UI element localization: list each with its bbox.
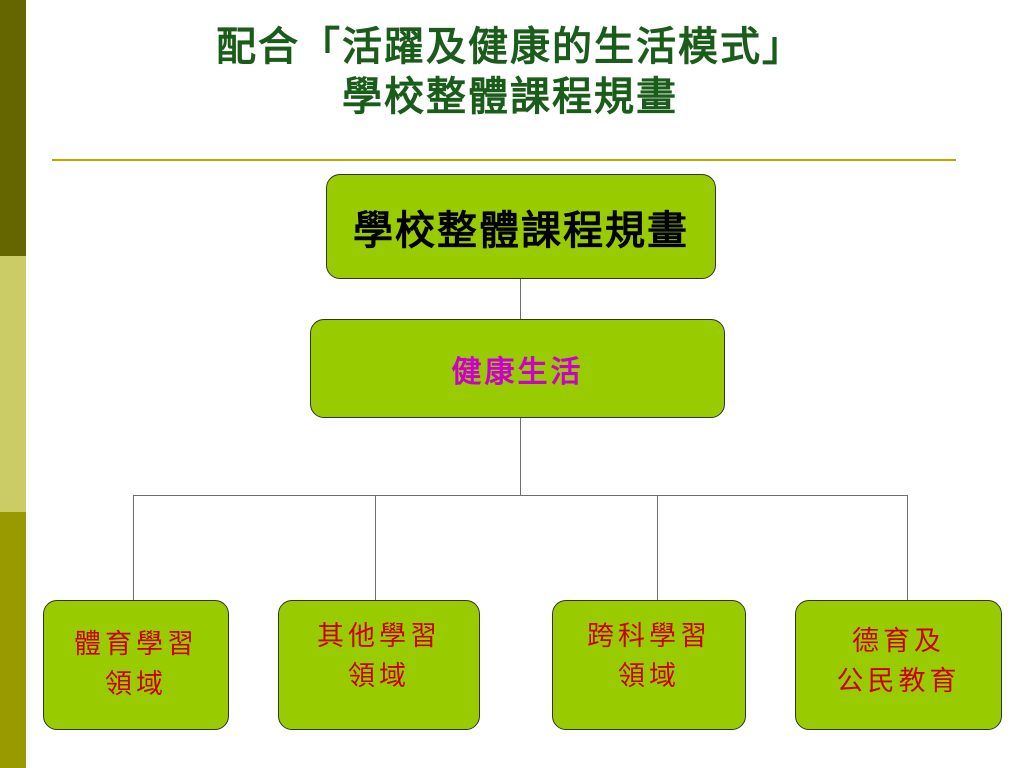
connector-to-leaf-4 bbox=[907, 495, 908, 600]
node-other-learning-areas: 其他學習 領域 bbox=[278, 600, 480, 730]
node-healthy-living: 健康生活 bbox=[310, 319, 725, 418]
leaf-label: 跨科學習 領域 bbox=[587, 621, 711, 692]
connector-middle-down bbox=[520, 418, 521, 496]
connector-to-leaf-3 bbox=[657, 495, 658, 600]
leaf-label: 其他學習 領域 bbox=[317, 621, 441, 692]
connector-to-leaf-2 bbox=[375, 495, 376, 600]
sidebar-band-dark bbox=[0, 0, 26, 256]
node-middle-label: 健康生活 bbox=[451, 354, 584, 390]
sidebar-band-olive bbox=[0, 512, 26, 768]
leaf-label: 德育及 公民教育 bbox=[836, 626, 961, 697]
leaf-label: 體育學習 領域 bbox=[74, 629, 198, 700]
node-moral-civic-education: 德育及 公民教育 bbox=[795, 600, 1002, 730]
node-root-label: 學校整體課程規畫 bbox=[353, 206, 689, 254]
connector-horizontal-bus bbox=[133, 495, 908, 496]
node-cross-curricular-learning: 跨科學習 領域 bbox=[552, 600, 746, 730]
sidebar-band-light bbox=[0, 256, 26, 512]
connector-to-leaf-1 bbox=[133, 495, 134, 600]
title-divider bbox=[52, 159, 956, 161]
node-school-curriculum-planning: 學校整體課程規畫 bbox=[326, 174, 716, 279]
connector-root-to-middle bbox=[520, 279, 521, 319]
slide-title: 配合「活躍及健康的生活模式」 學校整體課程規畫 bbox=[216, 23, 804, 120]
node-pe-learning-area: 體育學習 領域 bbox=[43, 600, 229, 730]
